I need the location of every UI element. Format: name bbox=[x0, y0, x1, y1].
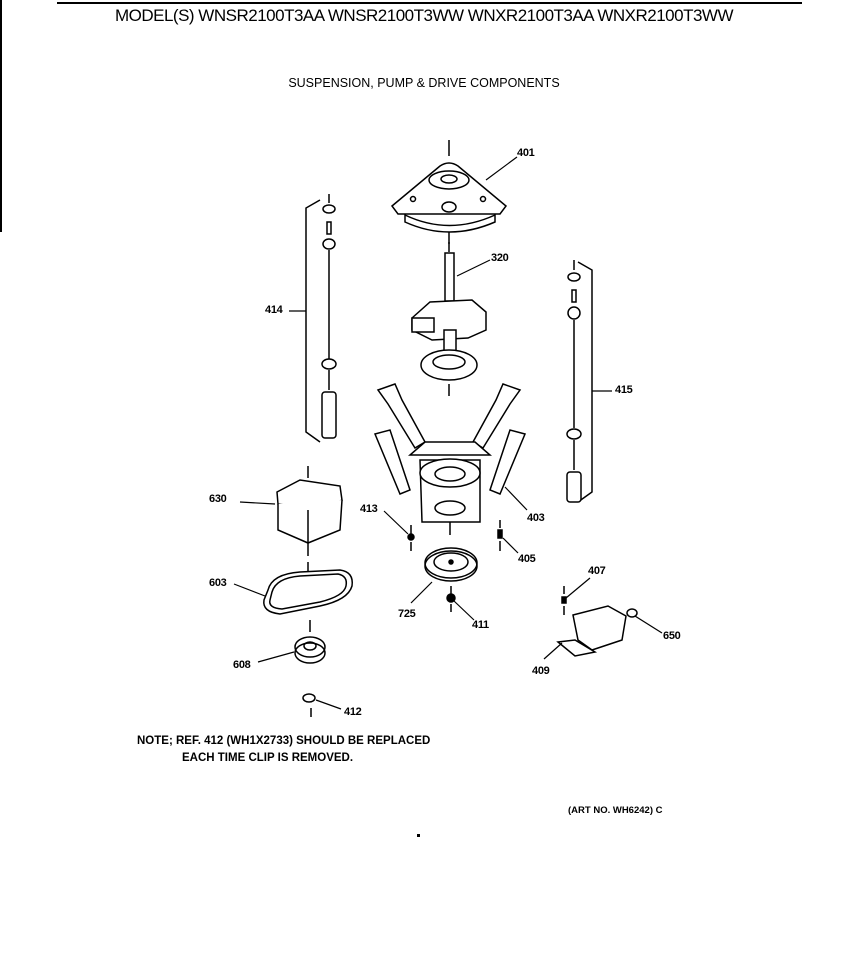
art-number: (ART NO. WH6242) C bbox=[568, 805, 663, 816]
callout-405[interactable]: 405 bbox=[518, 553, 536, 565]
suspension-rod-left-icon[interactable] bbox=[305, 194, 337, 443]
callout-630[interactable]: 630 bbox=[209, 493, 227, 505]
section-title: SUSPENSION, PUMP & DRIVE COMPONENTS bbox=[288, 76, 560, 90]
motor-icon[interactable] bbox=[556, 605, 638, 657]
nut-icon[interactable] bbox=[407, 525, 415, 551]
callout-413[interactable]: 413 bbox=[360, 503, 378, 515]
replacement-note: NOTE; REF. 412 (WH1X2733) SHOULD BE REPL… bbox=[137, 733, 430, 767]
callout-608[interactable]: 608 bbox=[233, 659, 251, 671]
callout-603[interactable]: 603 bbox=[209, 577, 227, 589]
callout-414[interactable]: 414 bbox=[265, 304, 283, 316]
callout-320[interactable]: 320 bbox=[491, 252, 509, 264]
transmission-icon[interactable] bbox=[411, 242, 487, 396]
callout-650[interactable]: 650 bbox=[663, 630, 681, 642]
callout-415[interactable]: 415 bbox=[615, 384, 633, 396]
pulley-icon[interactable] bbox=[424, 547, 478, 582]
callout-401[interactable]: 401 bbox=[517, 147, 535, 159]
clip-icon[interactable] bbox=[302, 693, 316, 717]
mounting-bracket-icon[interactable] bbox=[373, 383, 527, 535]
top-border-rule bbox=[57, 2, 802, 4]
pump-icon[interactable] bbox=[276, 466, 343, 574]
leader-lines bbox=[233, 156, 663, 710]
callout-409[interactable]: 409 bbox=[532, 665, 550, 677]
model-list-heading: MODEL(S) WNSR2100T3AA WNSR2100T3WW WNXR2… bbox=[114, 6, 734, 25]
pump-pulley-icon[interactable] bbox=[294, 620, 326, 664]
callout-403[interactable]: 403 bbox=[527, 512, 545, 524]
note-line-1: NOTE; REF. 412 (WH1X2733) SHOULD BE REPL… bbox=[137, 735, 431, 747]
bolt-icon[interactable] bbox=[497, 520, 503, 551]
callout-411[interactable]: 411 bbox=[472, 619, 489, 631]
left-border-rule bbox=[0, 0, 2, 232]
callout-407[interactable]: 407 bbox=[588, 565, 606, 577]
nut-icon[interactable] bbox=[446, 586, 456, 612]
note-line-2: EACH TIME CLIP IS REMOVED. bbox=[182, 752, 354, 764]
callout-412[interactable]: 412 bbox=[344, 706, 362, 718]
screw-icon[interactable] bbox=[561, 586, 567, 615]
belt-icon[interactable] bbox=[263, 569, 353, 615]
suspension-rod-right-icon[interactable] bbox=[566, 260, 593, 503]
stray-mark bbox=[417, 834, 420, 837]
callout-725[interactable]: 725 bbox=[398, 608, 416, 620]
top-cover-icon[interactable] bbox=[390, 140, 508, 244]
